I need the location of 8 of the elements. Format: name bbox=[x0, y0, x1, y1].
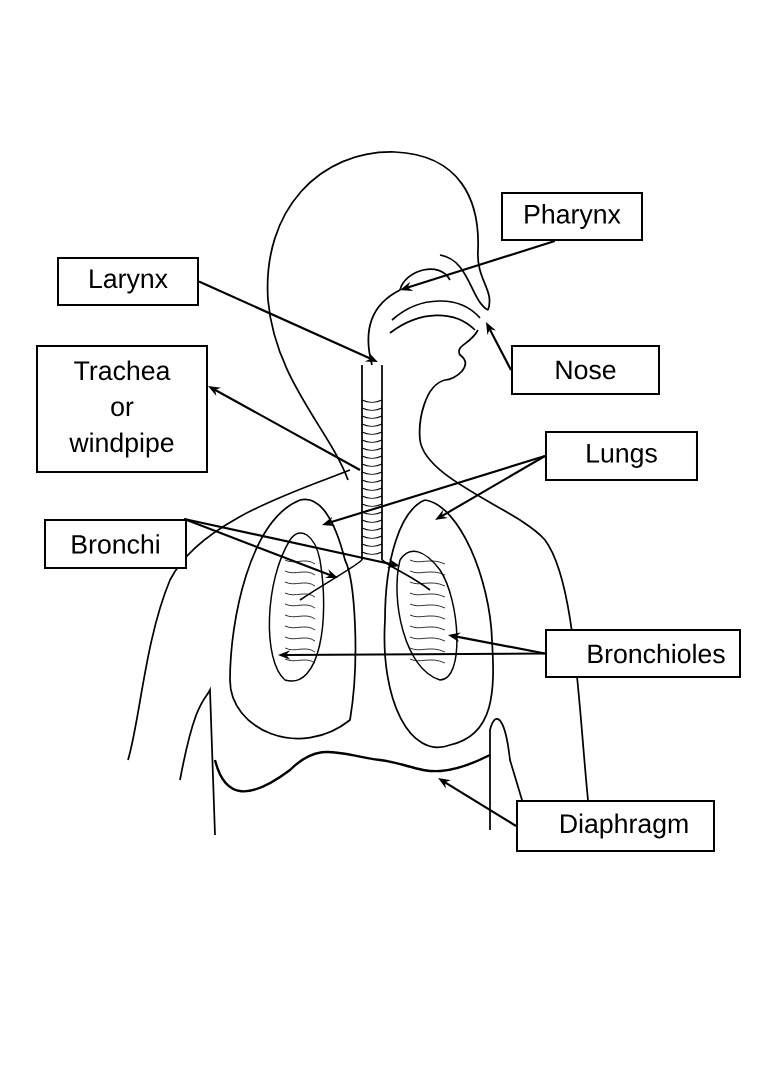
label-box: Trachea or windpipe bbox=[36, 345, 208, 473]
label-box: Bronchioles bbox=[545, 629, 741, 678]
label-box: Nose bbox=[511, 345, 660, 395]
label-box: Larynx bbox=[57, 257, 199, 306]
label-box: Lungs bbox=[545, 431, 698, 481]
label-box: Bronchi bbox=[44, 519, 187, 569]
label-box: Diaphragm bbox=[516, 800, 715, 852]
label-box: Pharynx bbox=[501, 192, 643, 241]
